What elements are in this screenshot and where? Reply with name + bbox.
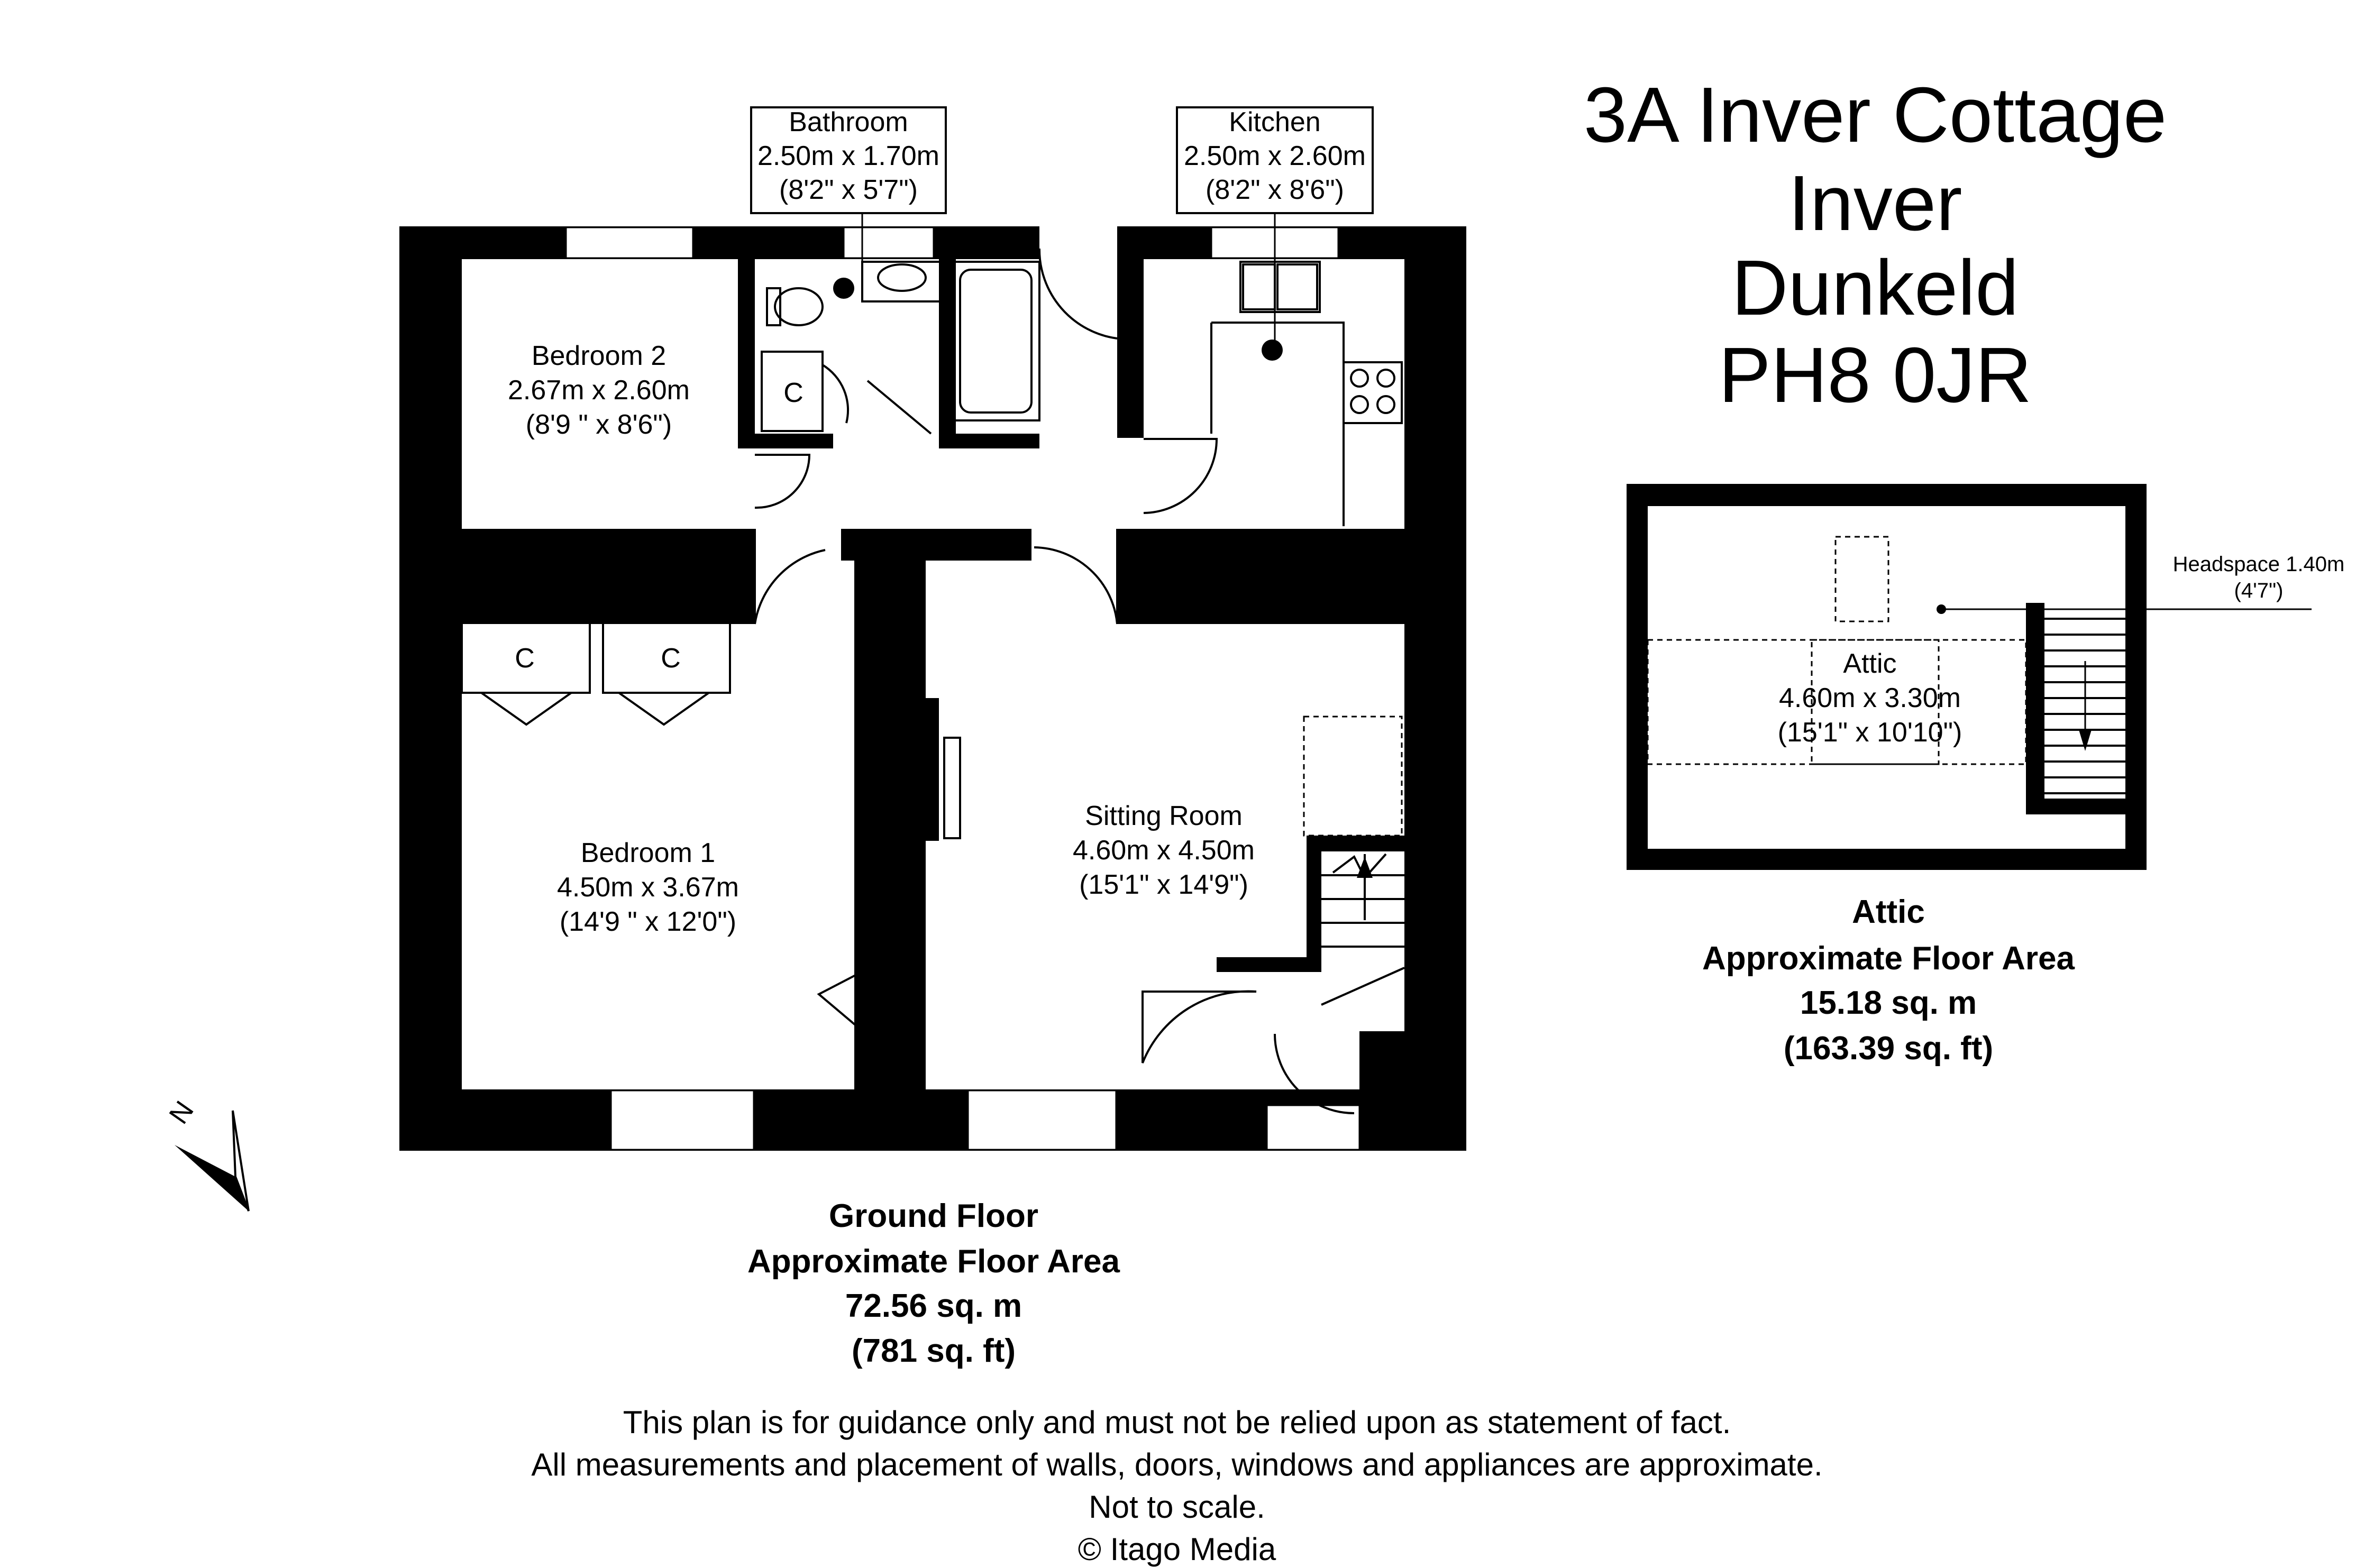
disclaimer-line3: Not to scale. [1089,1489,1265,1525]
attic-metric: 4.60m x 3.30m [1779,683,1961,713]
ground-floor-sqft: (781 sq. ft) [852,1333,1016,1369]
address-line4: PH8 0JR [1719,332,2032,419]
kitchen-fixtures [1210,261,1403,526]
cupboards [461,624,961,1051]
bathroom-imperial: (8'2" x 5'7") [779,175,918,205]
bedroom2-label: Bedroom 2 2.67m x 2.60m (8'9 " x 8'6") [508,341,690,440]
bedroom1-name: Bedroom 1 [581,838,715,868]
attic-floor-sqm: 15.18 sq. m [1800,985,1977,1021]
north-label: N [163,1096,200,1130]
address-line1: 3A Inver Cottage [1584,71,2167,159]
bedroom2-metric: 2.67m x 2.60m [508,375,690,406]
ground-floor-area-caption: Ground Floor Approximate Floor Area 72.5… [747,1198,1120,1369]
copyright: © Itago Media [1078,1532,1276,1567]
bedroom2-imperial: (8'9 " x 8'6") [526,409,672,440]
address-line2: Inver [1788,160,1962,247]
attic-floor-caption: Approximate Floor Area [1702,940,2075,977]
sitting-room-imperial: (15'1" x 14'9") [1079,869,1248,900]
attic-plan [1627,484,2312,870]
sitting-room-label: Sitting Room 4.60m x 4.50m (15'1" x 14'9… [1073,801,1255,900]
kitchen-label: Kitchen 2.50m x 2.60m (8'2" x 8'6") [1184,107,1366,205]
address-block: 3A Inver Cottage Inver Dunkeld PH8 0JR [1584,71,2167,419]
bathroom-callout-box [750,106,947,214]
attic-floor-sqft: (163.39 sq. ft) [1784,1030,1993,1067]
bathroom-fixtures [761,261,1040,435]
kitchen-imperial: (8'2" x 8'6") [1206,175,1344,205]
stairs [1303,716,1405,1006]
headspace-imperial: (4'7") [2234,579,2284,602]
ground-floor-name: Ground Floor [829,1198,1038,1234]
disclaimer-line2: All measurements and placement of walls,… [531,1447,1822,1482]
headspace-label: Headspace 1.40m (4'7") [2173,553,2345,602]
cupboard-label-wardrobe-1: C [515,643,535,674]
bedroom2-name: Bedroom 2 [532,341,666,371]
headspace-text: Headspace 1.40m [2173,553,2345,576]
address-line3: Dunkeld [1731,244,2019,332]
light-fittings [833,214,1283,361]
ground-floor-doors [754,248,1355,1114]
attic-name: Attic [1843,648,1896,679]
ground-floor-windows [565,226,1361,1151]
ground-floor-caption: Approximate Floor Area [747,1243,1120,1280]
disclaimer-line1: This plan is for guidance only and must … [623,1405,1731,1440]
kitchen-callout-box [1176,106,1374,214]
north-arrow: N [163,1096,250,1212]
bedroom1-label: Bedroom 1 4.50m x 3.67m (14'9 " x 12'0") [557,838,739,937]
sitting-room-metric: 4.60m x 4.50m [1073,835,1255,866]
cupboard-label-bedroom1: C [871,995,891,1026]
bedroom1-metric: 4.50m x 3.67m [557,872,739,903]
bathroom-metric: 2.50m x 1.70m [757,141,939,171]
cupboard-label-bathroom: C [783,378,803,408]
bathroom-label: Bathroom 2.50m x 1.70m (8'2" x 5'7") [757,107,939,205]
cupboard-label-wardrobe-2: C [661,643,681,674]
bedroom1-imperial: (14'9 " x 12'0") [560,906,736,937]
disclaimer: This plan is for guidance only and must … [531,1405,1822,1567]
sitting-room-name: Sitting Room [1085,801,1243,831]
kitchen-metric: 2.50m x 2.60m [1184,141,1366,171]
attic-floor-name: Attic [1852,894,1925,930]
attic-area-caption: Attic Approximate Floor Area 15.18 sq. m… [1702,894,2075,1067]
attic-label: Attic 4.60m x 3.30m (15'1" x 10'10") [1778,648,1962,748]
kitchen-name: Kitchen [1229,107,1320,137]
bathroom-name: Bathroom [789,107,908,137]
ground-floor-sqm: 72.56 sq. m [845,1288,1022,1324]
attic-imperial: (15'1" x 10'10") [1778,717,1962,748]
